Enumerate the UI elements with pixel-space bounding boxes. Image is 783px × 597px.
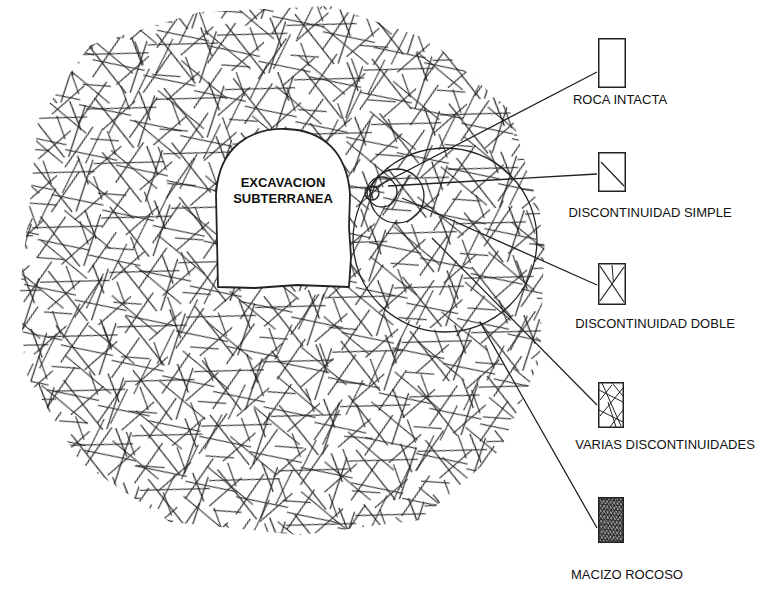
rock-sample-box: DISCONTINUIDAD DOBLE [575, 263, 735, 331]
rock-sample-box: VARIAS DISCONTINUIDADES [575, 382, 755, 452]
excavation-label: EXCAVACION SUBTERRANEA [224, 175, 342, 207]
scale-circles [353, 148, 537, 332]
sample-label: ROCA INTACTA [573, 92, 667, 107]
leader-lines [374, 72, 597, 528]
sample-square [598, 152, 626, 192]
joint-network [0, 0, 560, 560]
rock-sample-box: MACIZO ROCOSO [571, 497, 683, 582]
rock-sample-box: ROCA INTACTA [573, 38, 668, 107]
excavation-outline: EXCAVACION SUBTERRANEA [213, 125, 353, 290]
sample-square [598, 497, 624, 543]
sample-label: MACIZO ROCOSO [571, 567, 683, 582]
sample-label: DISCONTINUIDAD SIMPLE [568, 205, 731, 220]
rock-sample-box: DISCONTINUIDAD SIMPLE [568, 152, 732, 220]
sample-square [598, 382, 624, 428]
sample-label: VARIAS DISCONTINUIDADES [575, 437, 755, 452]
sample-square [598, 263, 626, 305]
sample-square [598, 38, 626, 88]
excavation-shape [213, 125, 353, 290]
sample-label: DISCONTINUIDAD DOBLE [575, 316, 735, 331]
